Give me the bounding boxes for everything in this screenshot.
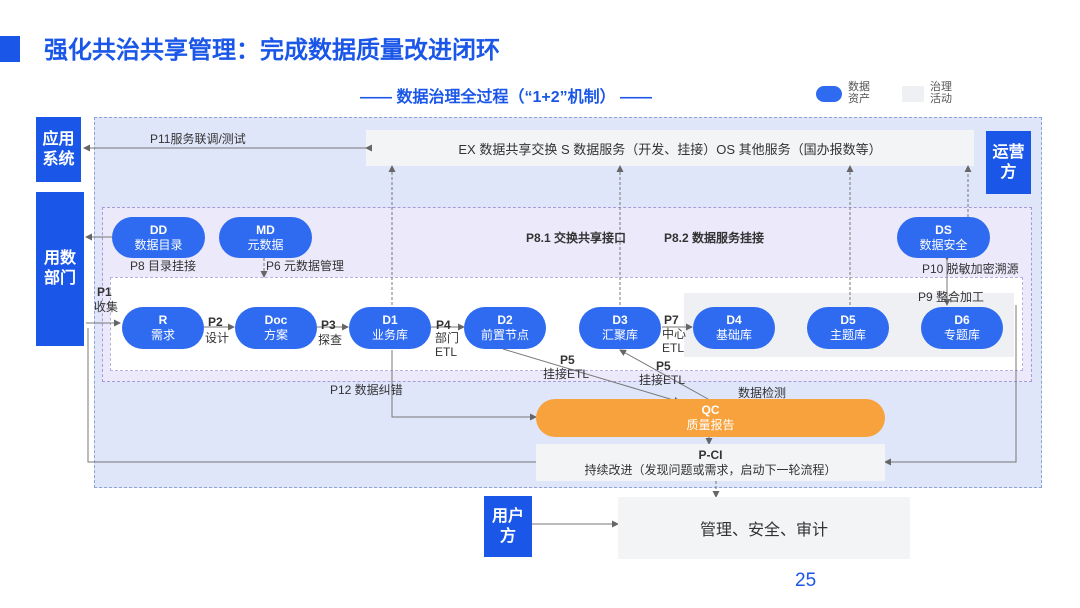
node-d2-code: D2	[497, 313, 513, 327]
node-d6-code: D6	[954, 313, 970, 327]
label-p4-text: 部门 ETL	[435, 331, 460, 359]
label-p2-text: 设计	[205, 331, 230, 345]
node-d5-name: 主题库	[829, 328, 866, 342]
node-doc: Doc 方案	[235, 307, 317, 349]
label-p11: P11服务联调/测试	[150, 132, 246, 146]
node-d4-name: 基础库	[715, 328, 752, 342]
label-p81: P8.1 交换共享接口	[526, 231, 627, 245]
node-d1: D1 业务库	[349, 307, 431, 349]
label-p82: P8.2 数据服务挂接	[664, 231, 765, 245]
app-system-box: 应用 系统	[36, 117, 81, 182]
node-d3-name: 汇聚库	[601, 328, 638, 342]
label-p5a-code: P5	[560, 353, 575, 367]
title-accent-bar	[0, 36, 20, 62]
management-box: 管理、安全、审计	[618, 497, 910, 559]
label-p1-code: P1	[97, 285, 112, 299]
node-dd-name: 数据目录	[134, 237, 183, 252]
node-dd-code: DD	[149, 222, 168, 237]
label-p4-code: P4	[436, 318, 451, 332]
label-p3-text: 探查	[318, 333, 343, 347]
label-p2-code: P2	[208, 315, 223, 329]
label-p10: P10 脱敏加密溯源	[922, 262, 1019, 276]
page-title: 强化共治共享管理：完成数据质量改进闭环	[44, 37, 500, 64]
node-d1-code: D1	[382, 313, 398, 327]
label-p8: P8 目录挂接	[130, 259, 197, 273]
node-d5: D5 主题库	[807, 307, 889, 349]
label-p3-code: P3	[321, 318, 336, 332]
node-d5-code: D5	[840, 313, 856, 327]
node-md-name: 元数据	[247, 237, 284, 252]
label-p6: P6 元数据管理	[266, 259, 345, 273]
node-doc-name: 方案	[263, 328, 288, 342]
label-p7-text: 中心 ETL	[662, 327, 687, 355]
node-d1-name: 业务库	[371, 328, 408, 342]
services-box: EX 数据共享交换 S 数据服务（开发、挂接）OS 其他服务（国办报数等）	[366, 130, 974, 166]
legend-activity-label: 治理 活动	[930, 81, 952, 105]
continuous-improvement-box: P-CI 持续改进（发现问题或需求，启动下一轮流程）	[536, 444, 885, 481]
node-d6: D6 专题库	[921, 307, 1003, 349]
node-d3: D3 汇聚库	[579, 307, 661, 349]
node-ds-name: 数据安全	[919, 237, 968, 252]
page-number: 25	[795, 570, 817, 591]
label-p5a-text: 挂接ETL	[543, 367, 590, 381]
node-doc-code: Doc	[264, 313, 288, 327]
diagram-subtitle: —— 数据治理全过程（“1+2”机制） ——	[360, 89, 653, 106]
node-ds-code: DS	[935, 222, 952, 237]
node-md: MD 元数据	[219, 217, 312, 258]
node-r: R 需求	[122, 307, 204, 349]
node-ds: DS 数据安全	[897, 217, 990, 258]
legend-asset-label: 数据 资产	[848, 81, 870, 105]
node-d6-name: 专题库	[943, 328, 980, 342]
label-p1-text: 收集	[94, 300, 119, 314]
label-p12: P12 数据纠错	[330, 383, 403, 397]
node-r-name: 需求	[150, 328, 175, 342]
operator-box: 运营 方	[986, 131, 1031, 194]
node-qc-name: 质量报告	[686, 418, 735, 432]
node-d4-code: D4	[726, 313, 742, 327]
node-d3-code: D3	[612, 313, 628, 327]
label-p7-code: P7	[664, 313, 679, 327]
pci-code: P-CI	[698, 447, 723, 462]
node-qc: QC 质量报告	[536, 399, 885, 437]
user-side-box: 用户 方	[484, 496, 532, 557]
node-dd: DD 数据目录	[112, 217, 205, 258]
label-p5b-text: 挂接ETL	[639, 373, 686, 387]
label-p9: P9 整合加工	[918, 290, 985, 304]
legend-asset-swatch	[816, 86, 842, 102]
node-d4: D4 基础库	[693, 307, 775, 349]
node-r-code: R	[158, 313, 168, 327]
label-p5b-code: P5	[656, 359, 671, 373]
user-dept-box: 用数 部门	[36, 192, 84, 346]
node-qc-code: QC	[701, 403, 720, 417]
label-detect: 数据检测	[738, 386, 787, 400]
node-md-code: MD	[256, 222, 275, 237]
node-d2-name: 前置节点	[480, 328, 529, 342]
node-d2: D2 前置节点	[464, 307, 546, 349]
legend-activity-swatch	[902, 86, 924, 102]
pci-text: 持续改进（发现问题或需求，启动下一轮流程）	[584, 462, 837, 477]
